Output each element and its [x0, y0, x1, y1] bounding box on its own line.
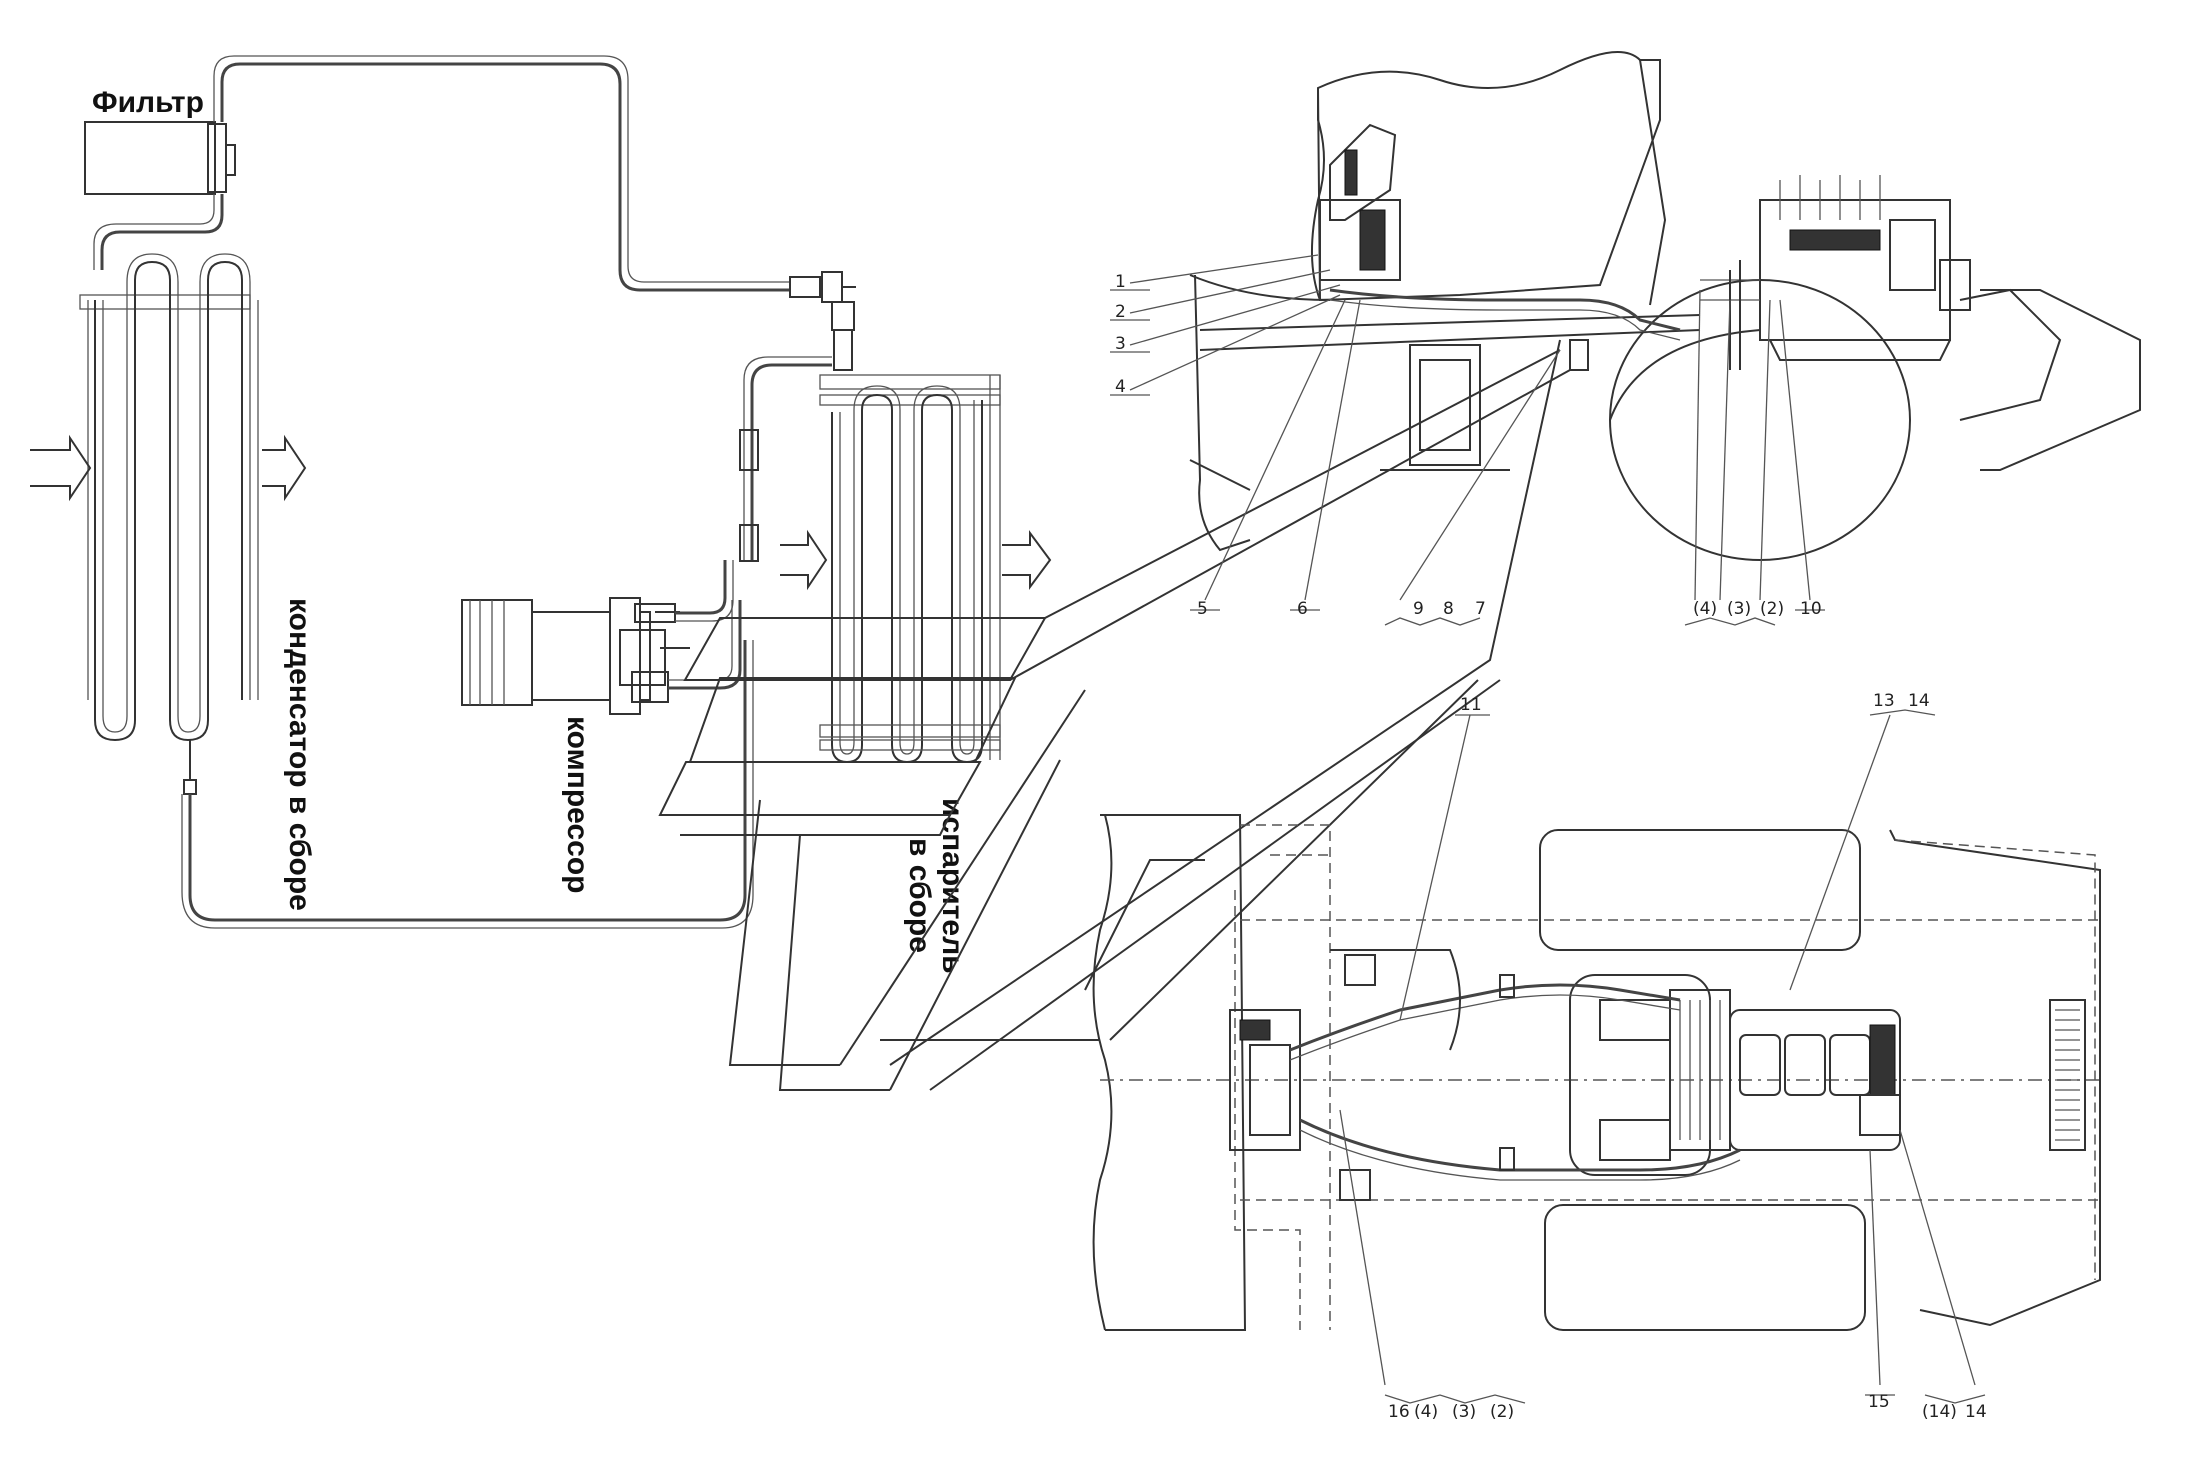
callout-15: 15	[1868, 1392, 1890, 1412]
callout-3-paren: (3)	[1727, 599, 1751, 619]
evaporator-label-1: испаритель	[936, 798, 969, 974]
callout-3-paren-bottom: (3)	[1452, 1402, 1476, 1422]
engine-side	[1700, 175, 1971, 361]
engine-top	[1669, 989, 1901, 1151]
callout-14-paren: (14)	[1922, 1402, 1957, 1422]
callout-6: 6	[1297, 599, 1308, 619]
callout-14-top: 14	[1908, 691, 1930, 711]
callout-13: 13	[1873, 691, 1895, 711]
top-view	[1092, 709, 2101, 1404]
callout-4: 4	[1115, 377, 1126, 397]
callout-16: 16	[1388, 1402, 1410, 1422]
air-out-arrow	[262, 434, 307, 502]
callout-7: 7	[1475, 599, 1486, 619]
evaporator-label-2: в сборе	[903, 838, 936, 953]
callout-4-paren-bottom: (4)	[1414, 1402, 1438, 1422]
callout-10: 10	[1800, 599, 1822, 619]
callout-1: 1	[1115, 272, 1126, 292]
filter-component	[84, 121, 236, 195]
evaporator-component	[819, 374, 1001, 764]
callout-2-paren: (2)	[1760, 599, 1784, 619]
radiator-grill	[2049, 999, 2086, 1151]
side-view	[1110, 51, 2141, 626]
condenser-component	[79, 253, 259, 742]
compressor-component	[461, 560, 742, 715]
callout-14-bottom: 14	[1965, 1402, 1987, 1422]
filter-label: Фильтр	[92, 86, 204, 119]
condenser-label: конденсатор в сборе	[283, 598, 316, 911]
callout-8: 8	[1443, 599, 1454, 619]
callout-11: 11	[1460, 695, 1482, 715]
schematic: Фильтр конденсатор в сборе	[30, 55, 1571, 1091]
callout-2: 2	[1115, 302, 1126, 322]
callout-4-paren: (4)	[1693, 599, 1717, 619]
callout-3: 3	[1115, 334, 1126, 354]
callout-9: 9	[1413, 599, 1424, 619]
compressor-label: компрессор	[561, 716, 594, 894]
callout-5: 5	[1197, 599, 1208, 619]
callout-2-paren-bottom: (2)	[1490, 1402, 1514, 1422]
air-in-arrow	[30, 434, 92, 502]
